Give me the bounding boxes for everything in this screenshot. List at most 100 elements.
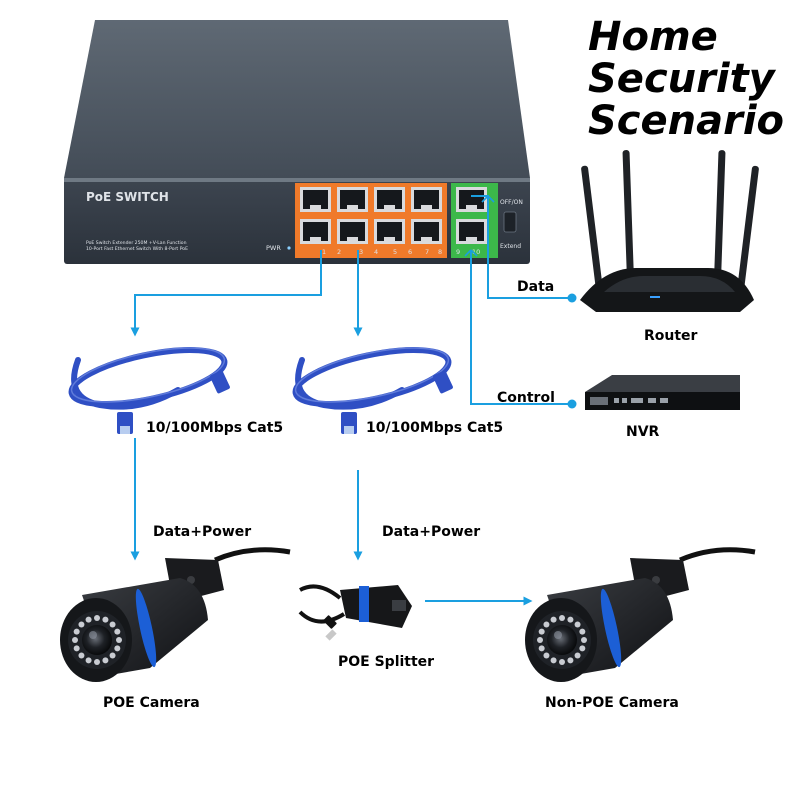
splitter-port bbox=[392, 600, 406, 611]
data-power-left-label: Data+Power bbox=[153, 524, 251, 540]
data-link-label: Data bbox=[517, 279, 554, 295]
rj45-port bbox=[411, 187, 442, 212]
cable-right-plug-a bbox=[433, 370, 453, 394]
poe-splitter: POE Splitter bbox=[298, 584, 434, 670]
switch-brand: PoE SWITCH bbox=[86, 190, 169, 204]
nvr-link-dot bbox=[567, 399, 577, 409]
control-link-label: Control bbox=[497, 390, 555, 406]
ir-led bbox=[116, 637, 122, 643]
rj45-port bbox=[456, 219, 487, 244]
ir-led bbox=[559, 615, 565, 621]
rj45-port bbox=[374, 187, 405, 212]
non-poe-camera-label: Non-POE Camera bbox=[545, 695, 679, 711]
ir-led bbox=[581, 637, 587, 643]
svg-text:8: 8 bbox=[438, 248, 442, 256]
ir-led bbox=[72, 637, 78, 643]
router-antennas bbox=[581, 150, 759, 291]
ir-led bbox=[102, 616, 109, 623]
svg-text:3: 3 bbox=[359, 248, 363, 256]
ir-led bbox=[114, 628, 121, 635]
cable-left bbox=[68, 347, 230, 434]
connector-lines bbox=[130, 195, 570, 606]
rj45-port bbox=[411, 219, 442, 244]
link-port9-to-router bbox=[471, 195, 570, 299]
ir-led bbox=[78, 621, 85, 628]
ir-led bbox=[579, 645, 586, 652]
port-number-10: 10 bbox=[472, 248, 480, 256]
splitter-band bbox=[359, 586, 369, 622]
link-port1-to-cable bbox=[130, 250, 322, 337]
ir-led bbox=[94, 659, 100, 665]
svg-text:1: 1 bbox=[322, 248, 326, 256]
rj45-port bbox=[374, 219, 405, 244]
nvr-label: NVR bbox=[626, 424, 660, 440]
ir-led bbox=[94, 615, 100, 621]
ir-led bbox=[109, 621, 116, 628]
ir-led bbox=[567, 616, 574, 623]
poe-camera-ring bbox=[135, 588, 157, 668]
title-line-3: Scenario bbox=[588, 98, 784, 144]
non-poe-camera: Non-POE Camera bbox=[525, 547, 756, 711]
ir-led bbox=[574, 621, 581, 628]
switch-desc-2: 10-Port Fast Ethernet Switch With 8-Port… bbox=[86, 246, 188, 252]
ir-led bbox=[559, 659, 565, 665]
ir-led bbox=[78, 652, 85, 659]
nvr: NVR bbox=[585, 375, 740, 440]
router: Router bbox=[580, 150, 759, 344]
poe-camera: POE Camera bbox=[60, 547, 291, 711]
non-poe-camera-ir-leds bbox=[537, 615, 587, 665]
port-number-9: 9 bbox=[456, 248, 460, 256]
poe-camera-lens bbox=[82, 625, 112, 655]
cable-left-label: 10/100Mbps Cat5 bbox=[146, 420, 283, 436]
cable-right-label: 10/100Mbps Cat5 bbox=[366, 420, 503, 436]
ir-led bbox=[543, 621, 550, 628]
ir-led bbox=[579, 628, 586, 635]
cable-right bbox=[292, 347, 453, 434]
switch-desc-1: PoE Switch Extender 250M +V-Lan Function bbox=[86, 240, 187, 246]
splitter-body bbox=[340, 585, 412, 628]
poe-switch: PoE SWITCH PoE Switch Extender 250M +V-L… bbox=[64, 20, 530, 264]
router-link-dot bbox=[567, 293, 577, 303]
ir-led bbox=[102, 657, 109, 664]
extend-label: Extend bbox=[500, 243, 521, 250]
rj45-port bbox=[337, 219, 368, 244]
ir-led bbox=[538, 645, 545, 652]
link-port10-to-nvr bbox=[470, 250, 570, 405]
non-poe-camera-lens bbox=[547, 625, 577, 655]
ir-led bbox=[574, 652, 581, 659]
switch-pwr-label: PWR bbox=[266, 244, 281, 252]
svg-text:4: 4 bbox=[374, 248, 378, 256]
non-poe-camera-cable bbox=[679, 547, 756, 563]
off-on-label: OFF/ON bbox=[500, 199, 523, 206]
ir-led bbox=[537, 637, 543, 643]
switch-top bbox=[64, 20, 530, 178]
non-poe-camera-ring bbox=[600, 588, 622, 668]
ir-led bbox=[550, 616, 557, 623]
ir-led bbox=[567, 657, 574, 664]
cable-left-plug-a bbox=[210, 370, 230, 394]
pwr-led bbox=[287, 246, 291, 250]
nvr-top bbox=[585, 375, 740, 392]
ir-led bbox=[550, 657, 557, 664]
ir-led bbox=[85, 616, 92, 623]
ir-led bbox=[85, 657, 92, 664]
ir-led bbox=[114, 645, 121, 652]
svg-text:6: 6 bbox=[408, 248, 412, 256]
svg-text:5: 5 bbox=[393, 248, 397, 256]
off-on-switch bbox=[503, 211, 517, 233]
svg-text:2: 2 bbox=[337, 248, 341, 256]
poe-port-numbers: 1 2 3 4 5 6 7 8 bbox=[322, 248, 442, 256]
ir-led bbox=[73, 645, 80, 652]
ir-led bbox=[73, 628, 80, 635]
ir-led bbox=[538, 628, 545, 635]
router-label: Router bbox=[644, 328, 698, 344]
rj45-port bbox=[300, 187, 331, 212]
svg-text:7: 7 bbox=[425, 248, 429, 256]
rj45-port bbox=[337, 187, 368, 212]
rj45-port bbox=[300, 219, 331, 244]
poe-splitter-label: POE Splitter bbox=[338, 654, 434, 670]
ir-led bbox=[543, 652, 550, 659]
poe-camera-ir-leds bbox=[72, 615, 122, 665]
title: Home Security Scenario bbox=[588, 14, 784, 144]
